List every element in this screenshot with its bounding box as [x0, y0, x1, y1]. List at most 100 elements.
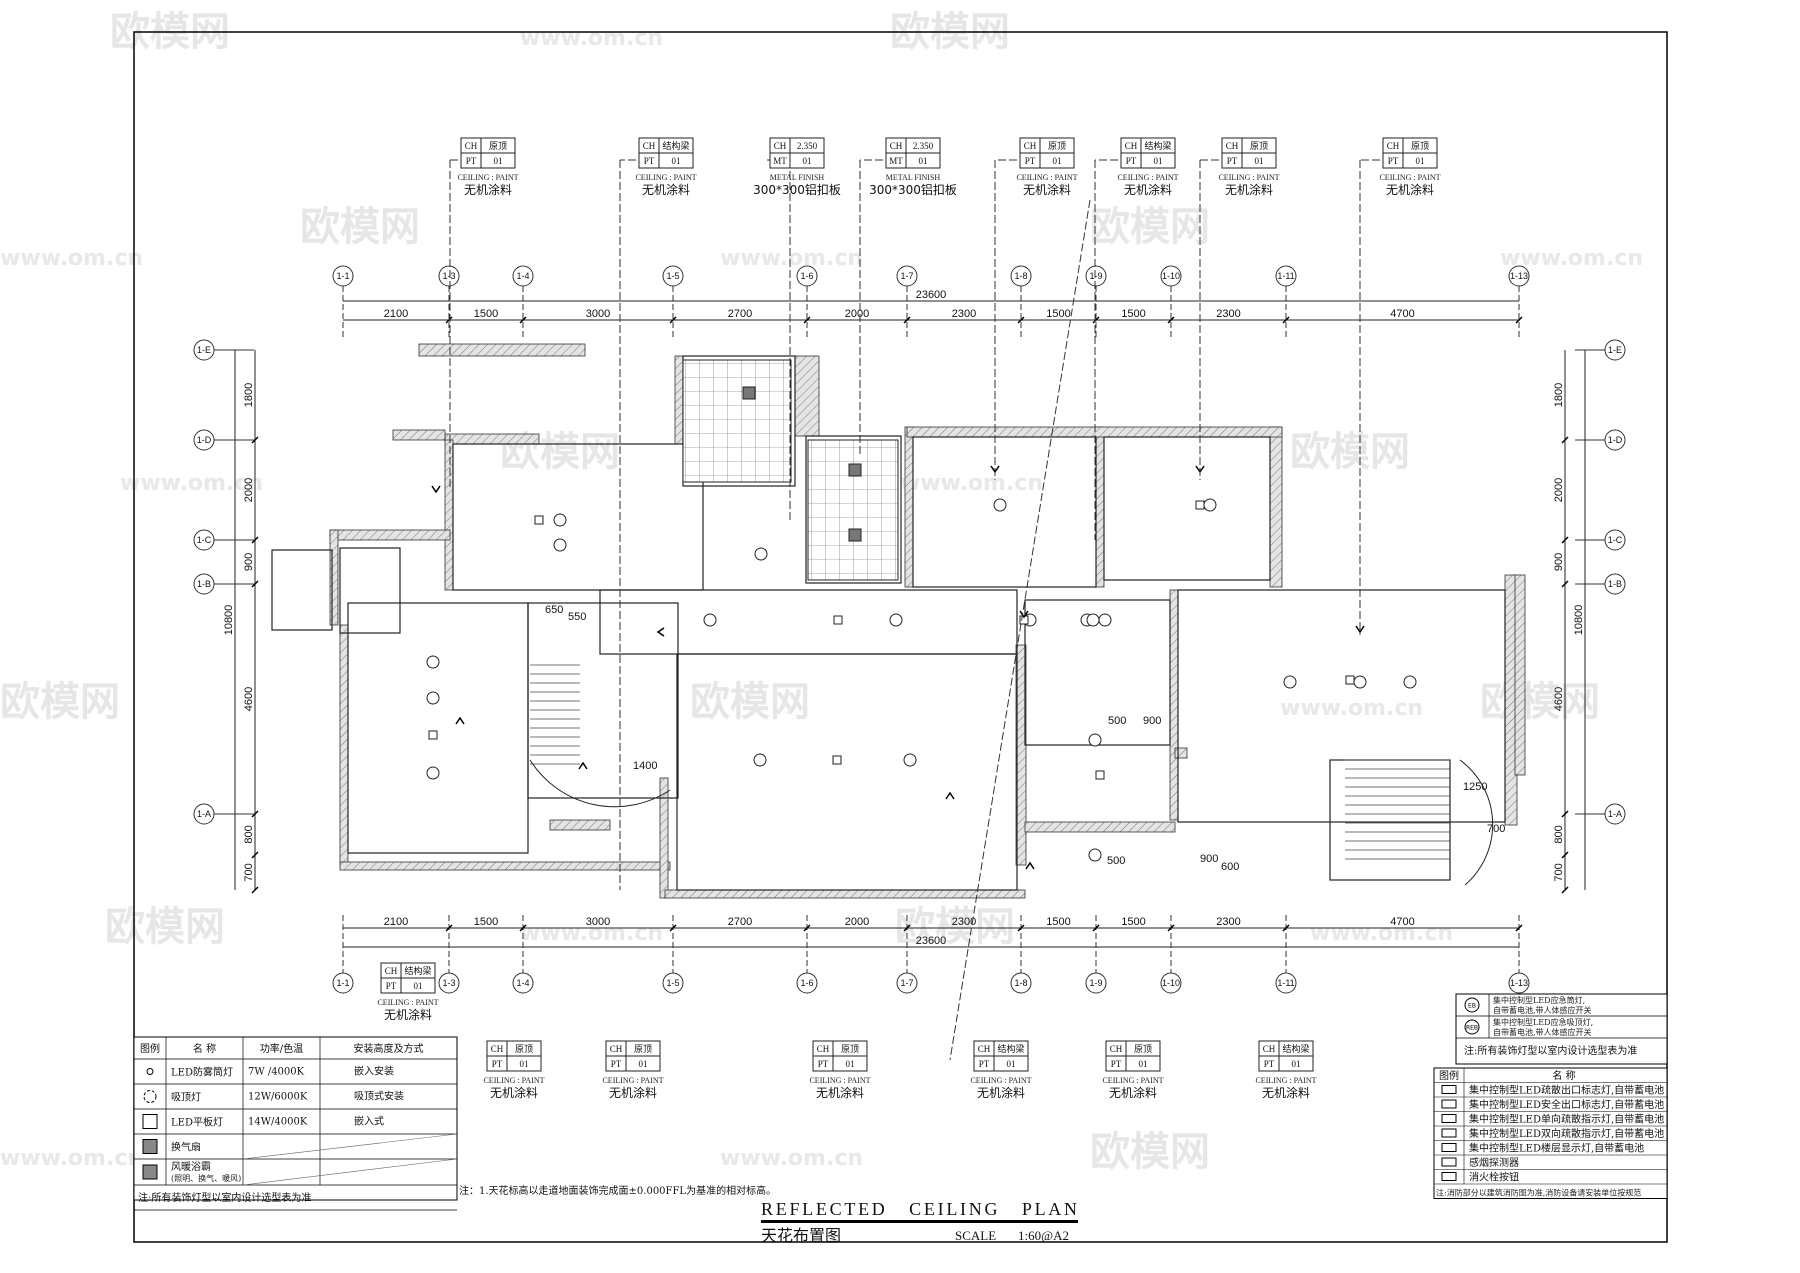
tag-material-name: 无机涂料	[1023, 182, 1071, 197]
emergency-light-icon	[1464, 997, 1480, 1013]
tag-material-name: 无机涂料	[1225, 182, 1273, 197]
lighting-legend-table	[133, 1036, 458, 1201]
tag-material-name: 无机涂料	[642, 182, 690, 197]
tag-ceiling-height: 2.350	[797, 141, 818, 151]
tag-material-number: 01	[1292, 1059, 1301, 1069]
general-note: 注：1.天花标高以走道地面装饰完成面±0.000FFL为基准的相对标高。	[459, 1184, 776, 1197]
smoke-detector-icon	[1441, 1157, 1457, 1167]
tag-material-code: PT	[1227, 156, 1238, 166]
dim-tick	[1167, 316, 1175, 324]
tag-material-number: 01	[1007, 1059, 1016, 1069]
ceiling-lamp-icon	[889, 613, 903, 627]
tag-material-code: PT	[644, 156, 655, 166]
ceiling-lamp-icon	[426, 655, 440, 669]
tag-finish-type: CEILING : PAINT	[457, 173, 518, 182]
dim-text: 4600	[243, 687, 255, 711]
tag-finish-type: CEILING : PAINT	[602, 1076, 663, 1085]
legend-power: 12W/6000K	[248, 1092, 308, 1103]
wall	[444, 433, 540, 445]
led-panel-icon	[833, 615, 843, 625]
legend-header: 安装高度及方式	[354, 1042, 424, 1055]
tag-finish-type: CEILING : PAINT	[809, 1076, 870, 1085]
dim-text: 1800	[1553, 383, 1565, 407]
axis-label: 1-6	[800, 978, 813, 988]
dim-total-top: 23600	[916, 289, 947, 301]
led-panel-icon	[1195, 500, 1205, 510]
ceiling-lamp-icon	[753, 753, 767, 767]
tag-material-number: 01	[639, 1059, 648, 1069]
room-outline	[271, 549, 333, 631]
dim-text: 2300	[952, 308, 976, 320]
watermark-url: www.om.cn	[1310, 921, 1453, 946]
emergency-icon-label: REB	[1466, 1025, 1478, 1032]
dim-text: 2000	[1553, 478, 1565, 502]
wall	[1024, 821, 1176, 833]
exhaust-fan-icon	[848, 528, 862, 542]
empty-cell-slash	[242, 1158, 458, 1186]
tag-ch-label: CH	[1263, 1044, 1276, 1054]
legend-install: 嵌入安装	[354, 1065, 394, 1078]
dim-tick	[1561, 580, 1569, 588]
tag-ch-label: CH	[1024, 141, 1037, 151]
dim-tick	[1561, 886, 1569, 894]
dim-tick	[445, 316, 453, 324]
legend-power: 14W/4000K	[248, 1117, 308, 1128]
aluminum-ceiling-grid	[682, 359, 792, 483]
tag-material-name: 无机涂料	[977, 1085, 1025, 1100]
grid-axes: 1-11-11-31-31-41-41-51-51-61-61-71-71-81…	[193, 265, 1626, 994]
dim-tick	[1167, 924, 1175, 932]
room-outline	[805, 435, 902, 584]
tag-material-name: 无机涂料	[1262, 1085, 1310, 1100]
emergency-desc: 自带蓄电池,带人体感应开关	[1493, 1027, 1592, 1037]
tag-material-name: 无机涂料	[1386, 182, 1434, 197]
dim-tick	[1515, 924, 1523, 932]
direction-arrow-icon	[1019, 610, 1029, 619]
dim-text: 3000	[586, 916, 610, 928]
dim-tick	[251, 810, 259, 818]
room-outline	[912, 436, 1097, 588]
tag-material-code: PT	[386, 981, 397, 991]
dim-text: 1500	[1121, 916, 1145, 928]
led-panel-icon	[534, 515, 544, 525]
dim-text: 2300	[1216, 308, 1240, 320]
exhaust-fan-icon	[142, 1139, 158, 1154]
dim-text: 900	[243, 553, 255, 571]
dim-tick	[1092, 316, 1100, 324]
dim-tick	[669, 316, 677, 324]
direction-arrow-icon	[1355, 625, 1365, 634]
tag-finish-type: METAL FINISH	[886, 173, 941, 182]
tag-material-code: PT	[818, 1059, 829, 1069]
fire-legend-name: 集中控制型LED单向疏散指示灯,自带蓄电池	[1469, 1113, 1664, 1126]
dim-text: 1500	[474, 916, 498, 928]
dim-text: 1800	[243, 383, 255, 407]
dim-text: 1500	[474, 308, 498, 320]
emergency-desc: 自带蓄电池,带人体感应开关	[1493, 1005, 1592, 1015]
fire-legend-name: 集中控制型LED安全出口标志灯,自带蓄电池	[1469, 1098, 1664, 1111]
plan-dim: 1400	[633, 760, 657, 772]
watermark-url: www.om.cn	[720, 1146, 863, 1171]
ceiling-lamp-icon	[1088, 733, 1102, 747]
dim-text: 900	[1553, 553, 1565, 571]
axis-label: 1-4	[516, 978, 529, 988]
dim-tick	[1561, 436, 1569, 444]
axis-label: 1-13	[1510, 978, 1528, 988]
dim-text: 1500	[1046, 308, 1070, 320]
room-outline	[599, 589, 1018, 655]
legend-install: 吸顶式安装	[354, 1090, 404, 1103]
tag-ceiling-height: 原顶	[841, 1044, 859, 1054]
tag-finish-type: CEILING : PAINT	[1117, 173, 1178, 182]
tag-material-name: 无机涂料	[609, 1085, 657, 1100]
axis-label: 1-7	[900, 978, 913, 988]
plan-dim: 600	[1221, 861, 1239, 873]
plan-dim: 650	[545, 604, 563, 616]
watermark-logo: 欧模网	[690, 679, 810, 725]
axis-label: 1-5	[666, 271, 679, 281]
ceiling-lamp-icon	[1086, 613, 1100, 627]
